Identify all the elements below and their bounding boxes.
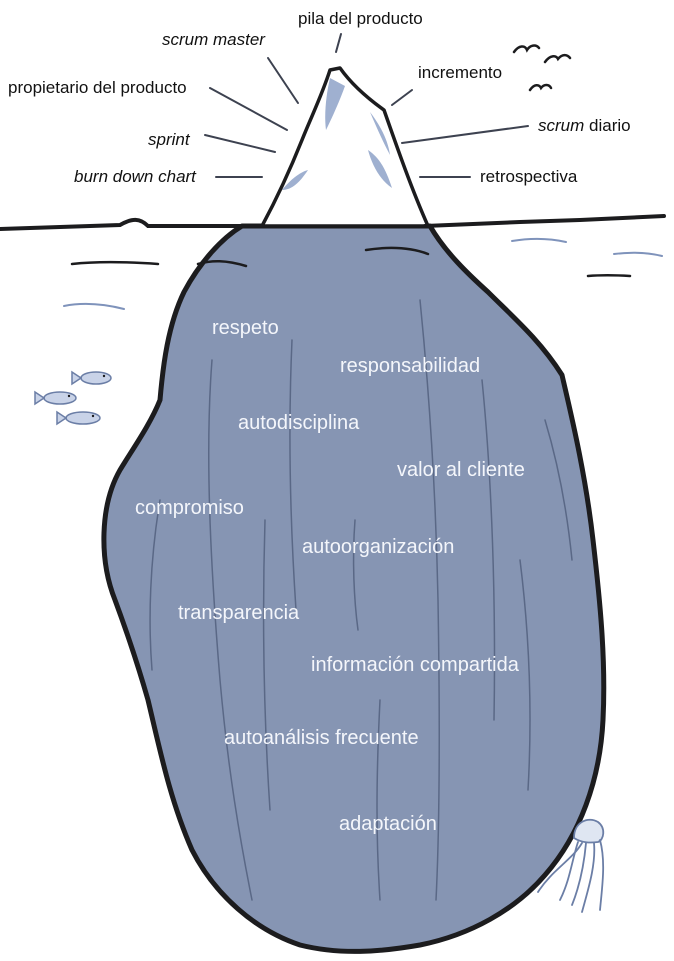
value-shared-information: información compartida — [311, 654, 519, 676]
value-self-organization: autoorganización — [302, 536, 455, 558]
fish-3 — [56, 410, 101, 426]
iceberg-tip — [260, 66, 430, 228]
leader-scrum-diario — [401, 125, 529, 144]
label-scrum-master-text: scrum master — [162, 30, 265, 49]
leader-lines — [204, 33, 529, 178]
waterline — [0, 214, 666, 231]
value-frequent-self-analysis: autoanálisis frecuente — [224, 727, 419, 749]
leader-propietario — [209, 87, 288, 131]
leader-sprint — [204, 134, 276, 153]
label-scrum-master: scrum master — [162, 31, 265, 48]
value-customer-value: valor al cliente — [397, 459, 525, 481]
label-product-backlog: pila del producto — [298, 9, 423, 28]
label-sprint-text: sprint — [148, 130, 190, 149]
label-retrospective: retrospectiva — [480, 167, 578, 186]
value-transparency: transparencia — [178, 602, 300, 624]
value-self-discipline: autodisciplina — [238, 412, 360, 434]
water-ripples — [70, 246, 632, 278]
water-ripples-blue — [63, 237, 663, 310]
value-commitment: compromiso — [135, 497, 244, 519]
label-burn-down-chart-text: burn down chart — [74, 167, 196, 186]
leader-pila — [335, 33, 342, 53]
fish-2 — [34, 390, 77, 406]
fish-icon — [34, 370, 112, 426]
label-burn-down-chart: burn down chart — [74, 168, 196, 185]
iceberg-tip-shading — [282, 78, 392, 190]
label-product-owner: propietario del producto — [8, 78, 187, 97]
underwater-texture-lines — [149, 299, 573, 901]
label-sprint: sprint — [148, 131, 190, 148]
leader-scrum-master — [267, 57, 299, 104]
fish-1 — [71, 370, 112, 386]
value-respect: respeto — [212, 317, 279, 339]
jellyfish-icon — [537, 818, 605, 913]
seagull-icon — [512, 44, 572, 92]
label-daily-scrum-italic: scrum — [538, 116, 585, 135]
leader-incremento — [391, 89, 413, 106]
value-adaptation: adaptación — [339, 813, 437, 835]
value-responsibility: responsabilidad — [340, 355, 481, 377]
label-daily-scrum: scrum diario — [538, 117, 631, 134]
label-increment: incremento — [418, 63, 503, 82]
label-daily-scrum-rest: diario — [584, 116, 631, 135]
